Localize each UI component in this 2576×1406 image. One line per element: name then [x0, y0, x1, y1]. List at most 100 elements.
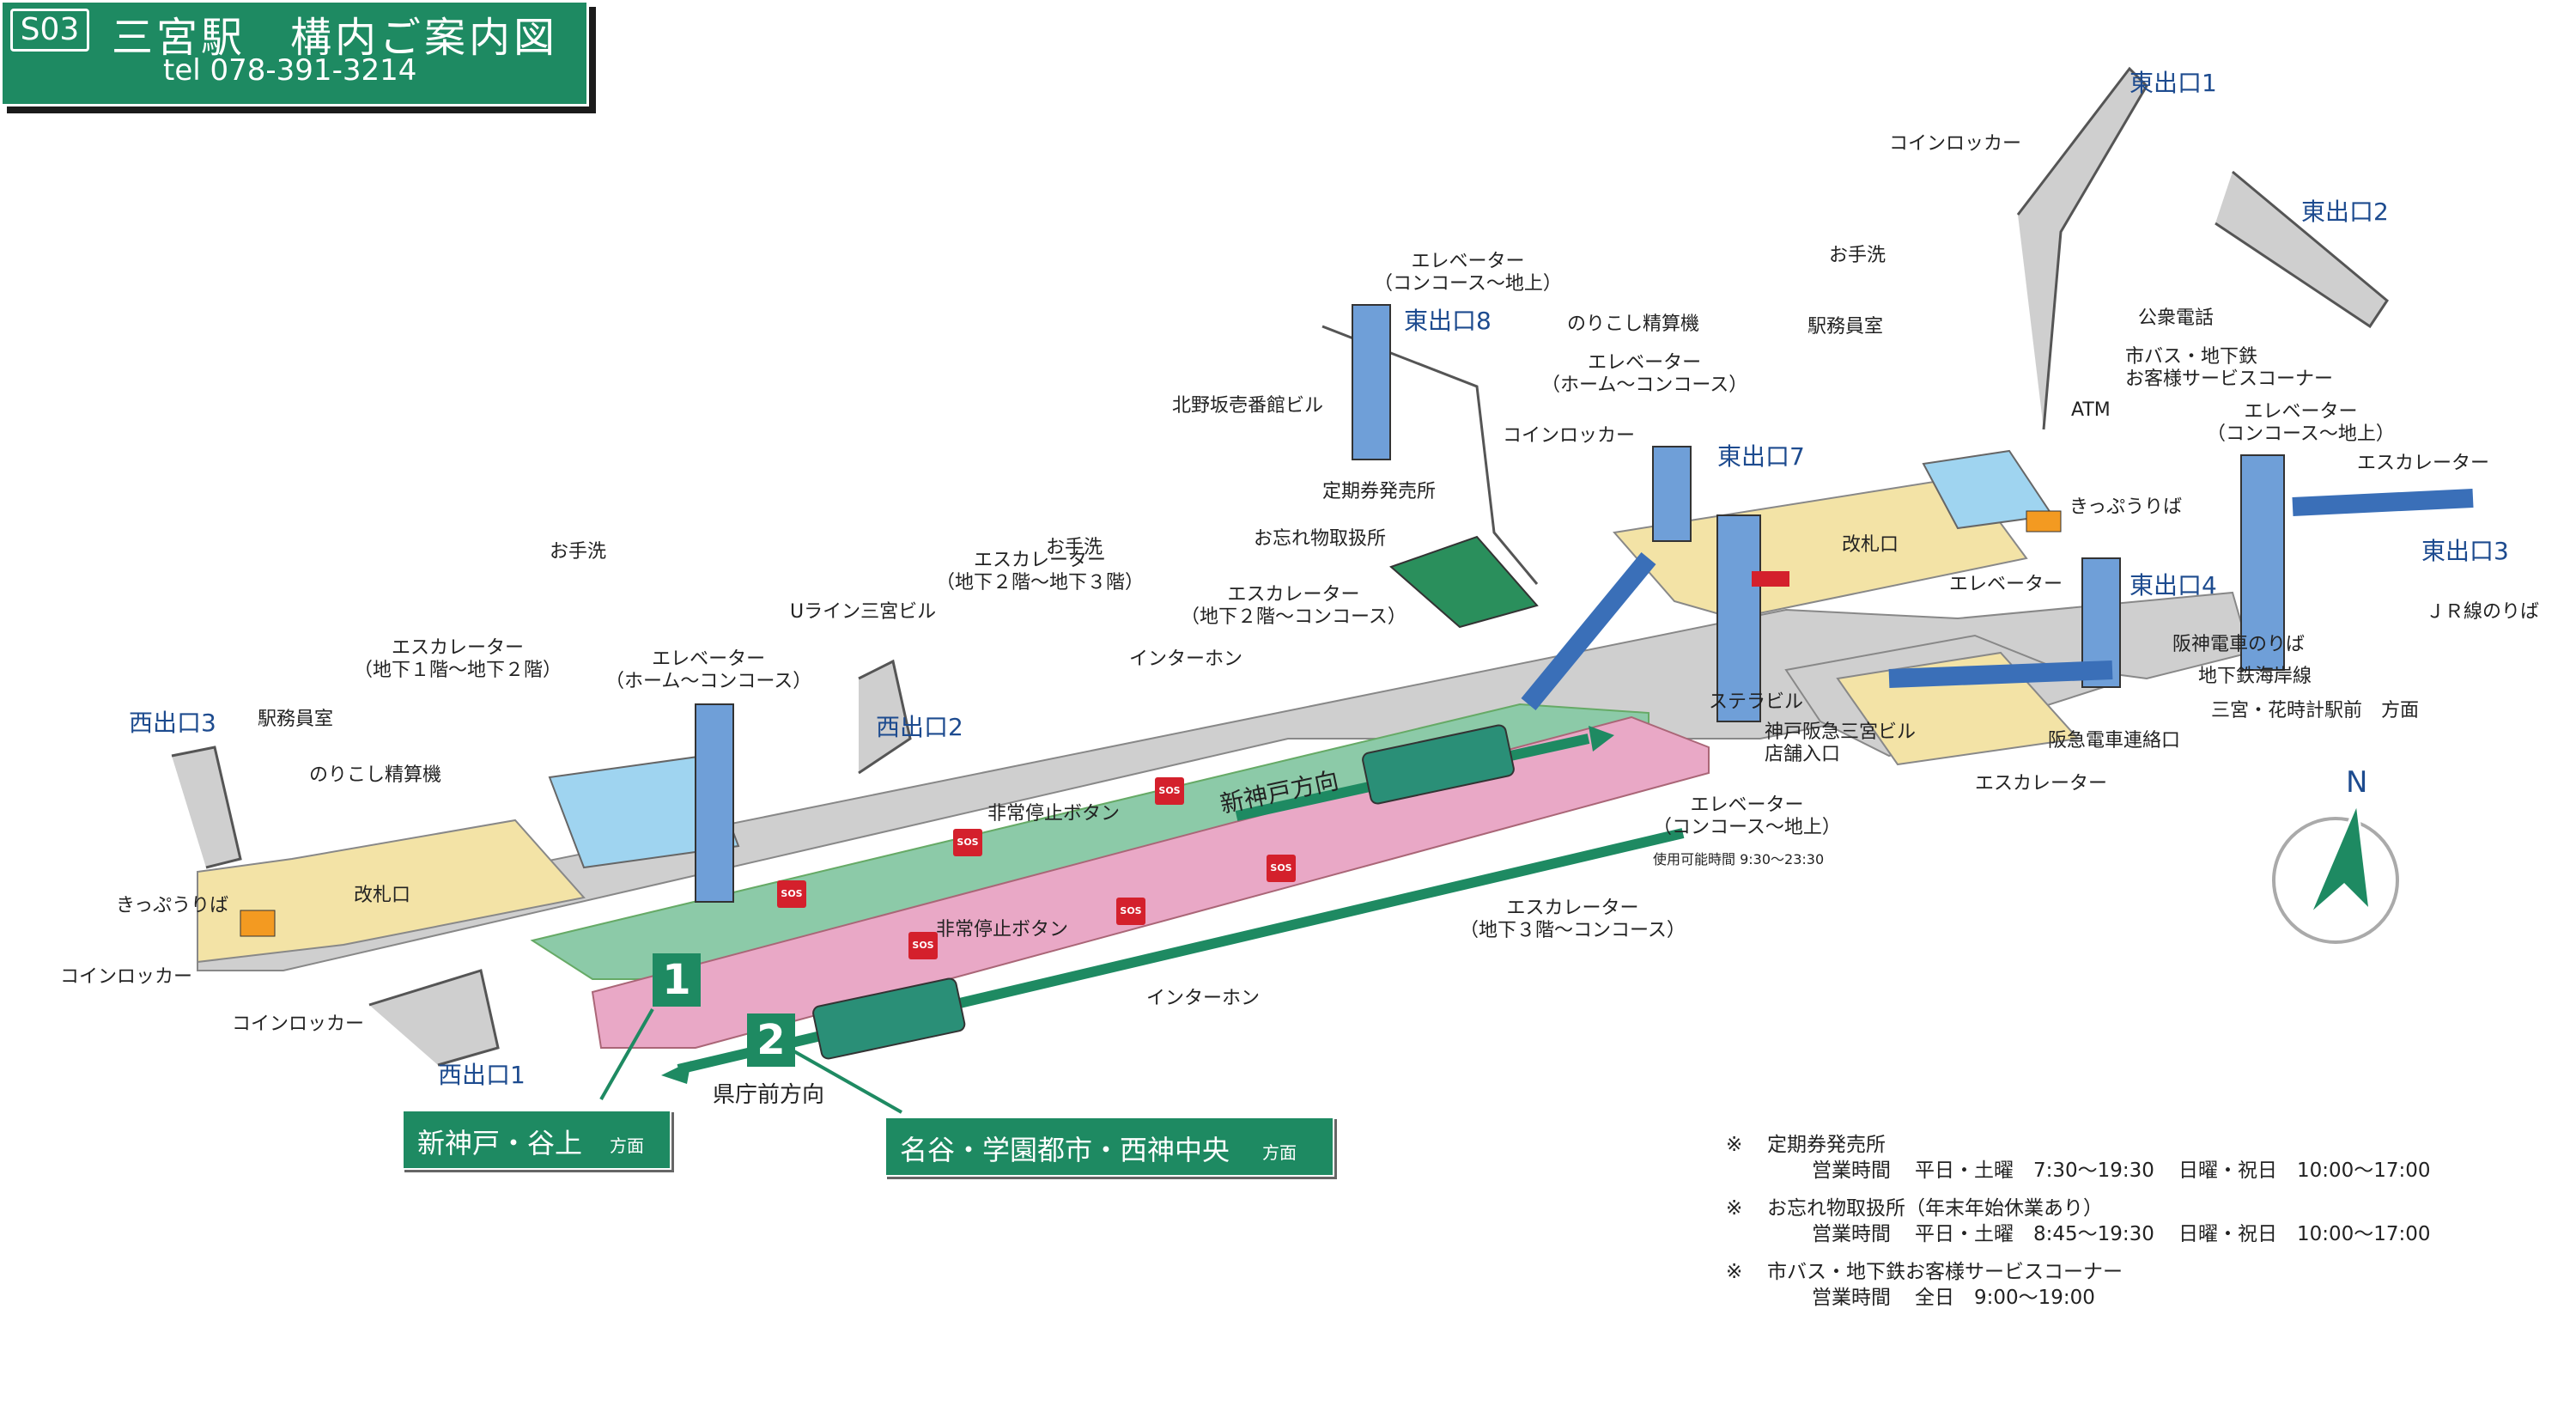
label-public-phone: 公衆電話	[2138, 307, 2215, 329]
label-escalator-e2: エスカレーター	[1975, 773, 2108, 794]
elevator-shaft-c	[1652, 446, 1692, 542]
east-gate-block	[1752, 571, 1789, 587]
dest2-main: 名谷・学園都市・西神中央	[900, 1134, 1230, 1166]
platform-2-number: 2	[747, 1013, 795, 1067]
west-exit2-stairs	[858, 659, 912, 775]
destination-platform-2: 名谷・学園都市・西神中央 方面	[884, 1117, 1334, 1177]
label-elevator-home-concourse-e: エレベーター （ホーム～コンコース）	[1541, 352, 1748, 396]
west-exit1-stairs	[368, 969, 500, 1067]
west-paid-area	[197, 819, 586, 964]
label-ticket-e: きっぷうりば	[2069, 496, 2183, 518]
label-elevator-concourse-ground-s: エレベーター （コンコース～地上）	[1653, 794, 1841, 838]
label-sannomiya-hanadokei: 三宮・花時計駅前 方面	[2211, 700, 2420, 721]
elevator-shaft-ne	[2240, 454, 2285, 671]
label-emergency-stop-top: 非常停止ボタン	[987, 803, 1121, 825]
exit-east8: 東出口8	[1404, 307, 1492, 335]
exit-east4: 東出口4	[2129, 571, 2217, 600]
note-mark: ※	[1726, 1134, 1743, 1156]
west-ticket-machine	[240, 910, 276, 937]
station-phone: tel 078-391-3214	[163, 53, 417, 88]
label-elevator-home-concourse-w: エレベーター （ホーム～コンコース）	[605, 648, 812, 692]
label-locker-c: コインロッカー	[1503, 425, 1636, 447]
shinkobe-arrow-head	[1589, 726, 1614, 752]
sos-icon: SOS	[1116, 898, 1145, 925]
label-jr-line: ＪＲ線のりば	[2426, 601, 2540, 623]
label-intercom-bottom: インターホン	[1146, 988, 1261, 1009]
label-emergency-stop-bottom: 非常停止ボタン	[936, 919, 1069, 940]
sos-icon: SOS	[908, 932, 938, 959]
label-elevator-concourse-ground-e: エレベーター （コンコース～地上）	[2207, 401, 2395, 445]
label-kenchomae-direction: 県庁前方向	[713, 1082, 825, 1108]
elevator-shaft-s	[1716, 514, 1761, 722]
note-title: お忘れ物取扱所（年末年始休業あり）	[1767, 1197, 2103, 1220]
exit-east3: 東出口3	[2421, 537, 2509, 565]
north-label: N	[2346, 765, 2368, 800]
label-atm: ATM	[2071, 399, 2111, 421]
north-arrow-icon	[2308, 798, 2372, 916]
leader-dest1	[599, 1008, 654, 1100]
note-hours-allday: 全日 9:00～19:00	[1915, 1287, 2095, 1309]
title-box: S03 三宮駅 構内ご案内図 tel 078-391-3214	[0, 0, 589, 107]
dest1-main: 新神戸・谷上	[417, 1127, 583, 1159]
label-hanshin-line: 阪神電車のりば	[2172, 634, 2306, 655]
dest2-sub: 方面	[1262, 1142, 1297, 1163]
sos-icon: SOS	[1155, 777, 1184, 805]
note-title: 定期券発売所	[1767, 1134, 1886, 1156]
note-commuter-pass: ※ 定期券発売所 営業時間 平日・土曜 7:30～19:30 日曜・祝日 10:00～…	[1726, 1132, 2550, 1184]
label-escalator-b2-concourse: エスカレーター （地下２階～コンコース）	[1181, 584, 1406, 628]
label-locker-w2: コインロッカー	[232, 1013, 365, 1035]
note-mark: ※	[1726, 1197, 1743, 1220]
label-u-line-bldg: Uライン三宮ビル	[790, 601, 937, 623]
elevator-shaft-w	[695, 703, 734, 903]
east-exit8-stairs	[1321, 325, 1539, 585]
note-title: 市バス・地下鉄お客様サービスコーナー	[1767, 1261, 2123, 1283]
escalator-b2-concourse	[1521, 552, 1656, 710]
label-kobe-hankyu-bldg: 神戸阪急三宮ビル 店舗入口	[1765, 721, 1917, 765]
label-toilet-e: お手洗	[1829, 245, 1886, 266]
label-lost-found: お忘れ物取扱所	[1254, 528, 1387, 550]
sos-icon: SOS	[777, 880, 806, 908]
label-kaigan-line: 地下鉄海岸線	[2198, 666, 2312, 687]
label-fare-adjust-w: のりこし精算機	[309, 764, 442, 786]
note-hours-label: 営業時間	[1812, 1159, 1891, 1182]
east-exit2-stairs	[2215, 170, 2389, 329]
label-toilet-w: お手洗	[550, 541, 607, 563]
label-elevator-hours: 使用可能時間 9:30～23:30	[1653, 851, 1825, 867]
note-hours-label: 営業時間	[1812, 1223, 1891, 1245]
escalator-hankyu	[1888, 660, 2113, 688]
platform-island	[591, 715, 1710, 1049]
east-ticket-machine	[2026, 510, 2062, 533]
label-locker-w1: コインロッカー	[60, 966, 193, 988]
train-shinkobe	[1362, 724, 1515, 805]
note-hours-weekday: 平日・土曜 8:45～19:30	[1915, 1223, 2154, 1245]
label-ticket-w: きっぷうりば	[116, 895, 229, 916]
label-commuter-pass-office: 定期券発売所	[1322, 481, 1437, 502]
label-escalator-b2-b3: エスカレーター （地下２階～地下３階）	[936, 550, 1145, 593]
business-hours-notes: ※ 定期券発売所 営業時間 平日・土曜 7:30～19:30 日曜・祝日 10:00～…	[1726, 1132, 2550, 1323]
label-locker-e: コインロッカー	[1889, 133, 2022, 155]
kenchomae-arrow-head	[661, 1061, 691, 1084]
west-toilet-area	[548, 754, 740, 869]
label-kitanozaka-bldg: 北野坂壱番館ビル	[1172, 395, 1324, 417]
label-bus-service-corner: 市バス・地下鉄 お客様サービスコーナー	[2125, 346, 2334, 390]
label-station-office-w: 駅務員室	[258, 709, 334, 730]
platform-1-number: 1	[653, 953, 701, 1007]
note-mark: ※	[1726, 1261, 1743, 1283]
note-hours-weekday: 平日・土曜 7:30～19:30	[1915, 1159, 2154, 1182]
note-hours-holiday: 日曜・祝日 10:00～17:00	[2178, 1159, 2431, 1182]
note-lost-found: ※ お忘れ物取扱所（年末年始休業あり） 営業時間 平日・土曜 8:45～19:30 日…	[1726, 1196, 2550, 1247]
exit-east2: 東出口2	[2301, 198, 2389, 226]
east-exit1-stairs	[2016, 66, 2148, 430]
page-title: 三宮駅 構内ご案内図	[112, 14, 559, 62]
label-hankyu-connect: 阪急電車連絡口	[2048, 730, 2181, 752]
note-hours-holiday: 日曜・祝日 10:00～17:00	[2178, 1223, 2431, 1245]
destination-platform-1: 新神戸・谷上 方面	[402, 1110, 671, 1170]
label-ticket-gate-w: 改札口	[354, 885, 411, 906]
exit-west2: 西出口2	[876, 713, 963, 741]
train-kenchomae	[812, 977, 966, 1060]
label-sterrabill: ステラビル	[1709, 691, 1804, 713]
exit-west1: 西出口1	[438, 1061, 526, 1089]
label-escalator-e: エスカレーター	[2357, 453, 2490, 474]
dest1-sub: 方面	[610, 1135, 644, 1156]
label-elevator-e: エレベーター	[1949, 574, 2063, 595]
